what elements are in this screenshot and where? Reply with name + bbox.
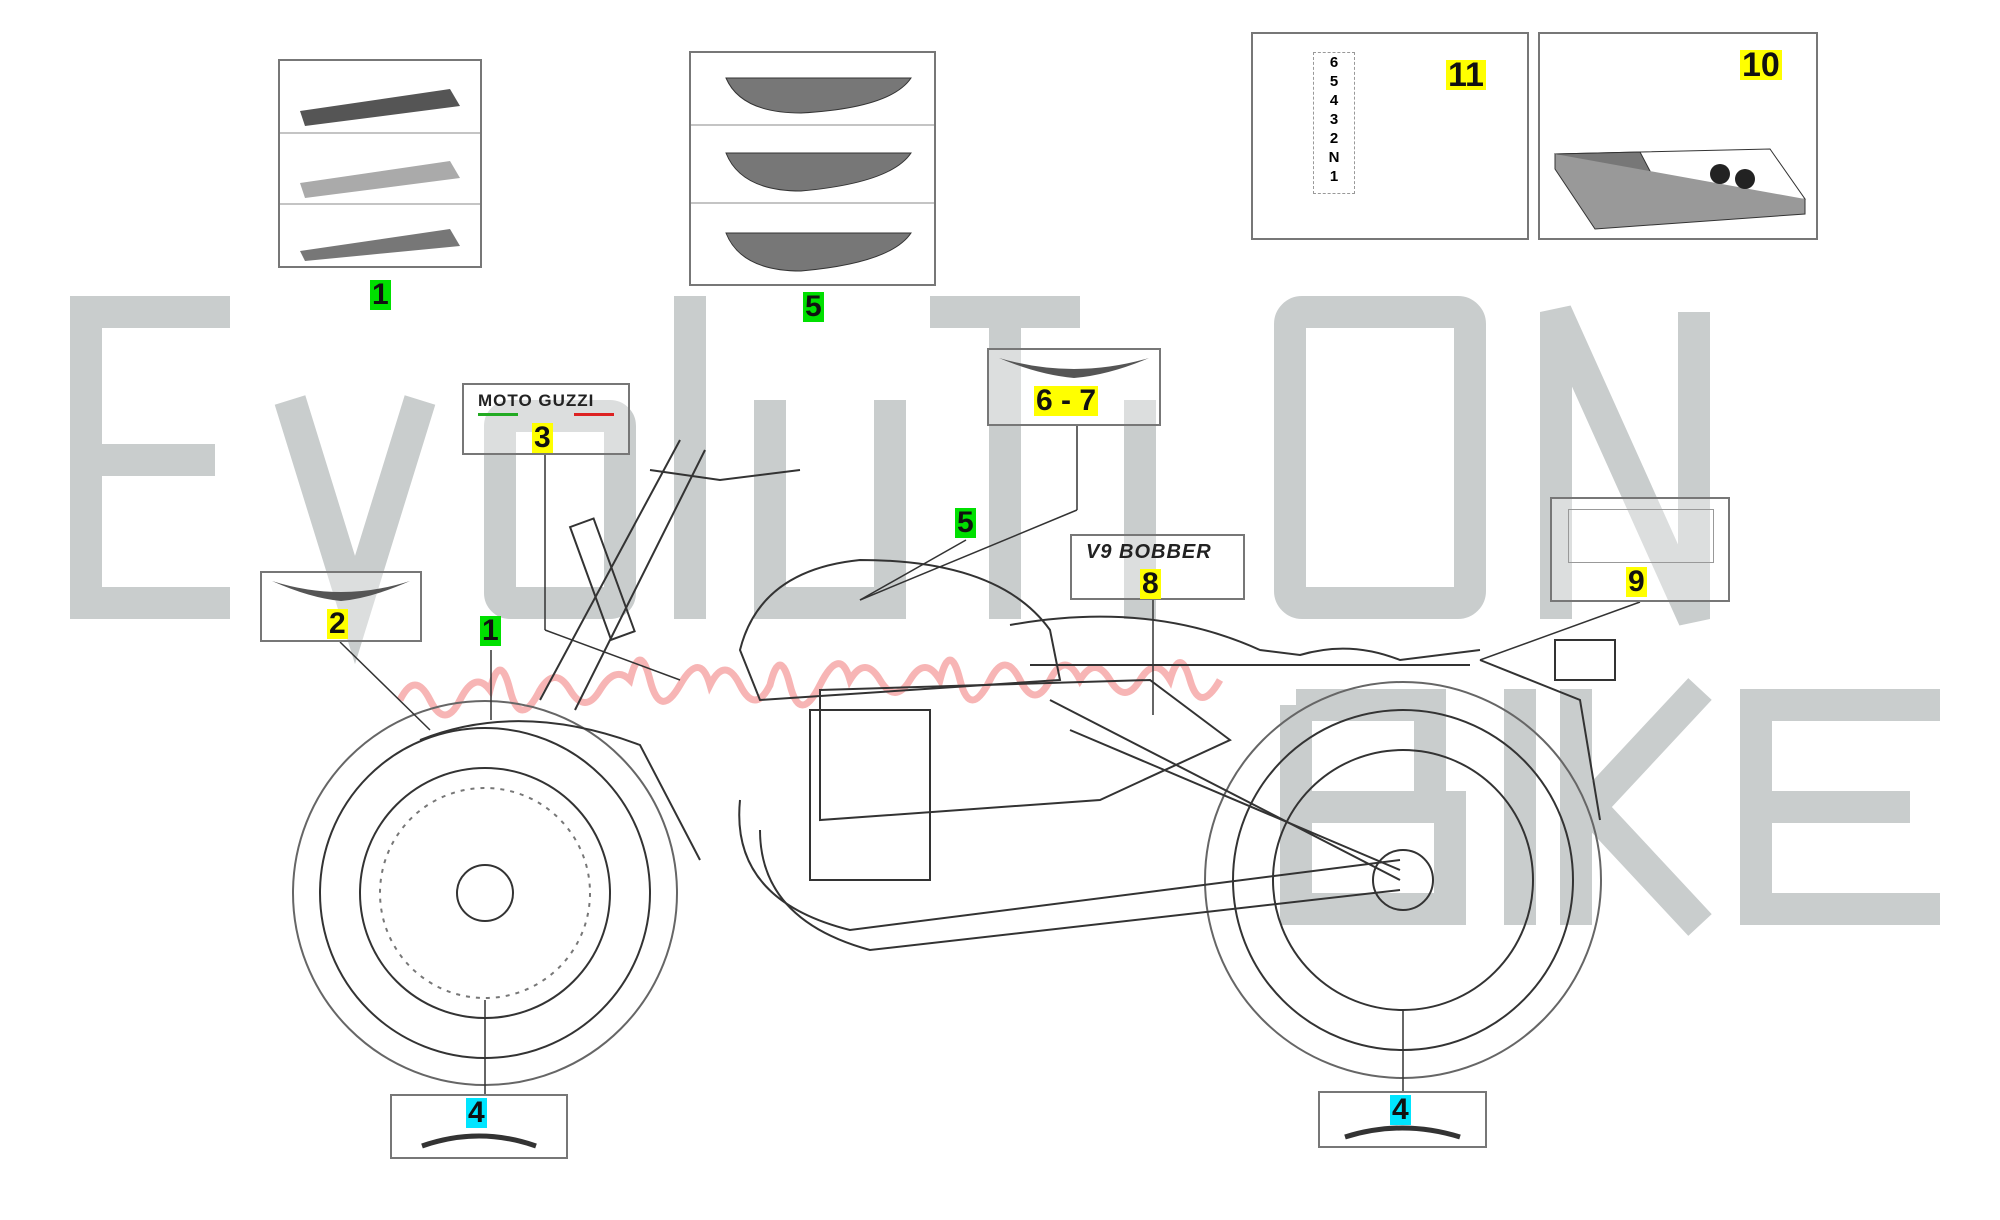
- motorcycle-outline: [292, 439, 1616, 1086]
- decal-box-5: [689, 51, 936, 286]
- gear-5: 5: [1329, 73, 1339, 90]
- moto-guzzi-decal: MOTO GUZZI: [478, 391, 595, 410]
- callout-5-top[interactable]: 5: [803, 290, 824, 323]
- rim-decal-box-front: 4: [390, 1094, 568, 1159]
- moto-guzzi-decal-box: MOTO GUZZI 3: [462, 383, 630, 455]
- leader-lines: [339, 426, 1641, 1094]
- gear-n: N: [1328, 149, 1340, 166]
- gear-decal-box: 6 5 4 3 2 N 1 11: [1251, 32, 1529, 240]
- gear-indicator-decal: 6 5 4 3 2 N 1: [1313, 52, 1355, 194]
- manual-box: 10: [1538, 32, 1818, 240]
- callout-2[interactable]: 2: [327, 607, 348, 640]
- callout-5-bike[interactable]: 5: [955, 506, 976, 539]
- checkered-decal-icons: [280, 89, 480, 261]
- plate-decal: [1568, 509, 1714, 563]
- eagle-logo-icon: [272, 581, 410, 601]
- callout-9[interactable]: 9: [1626, 565, 1647, 598]
- eagle-decal-box-6-7: 6 - 7: [987, 348, 1161, 426]
- watermark-tagline-graphic: [396, 656, 1224, 719]
- callout-4-rear[interactable]: 4: [1390, 1093, 1411, 1126]
- gear-2: 2: [1329, 130, 1339, 147]
- eagle-decal-box-2: 2: [260, 571, 422, 642]
- eagle-logo-icon: [999, 358, 1149, 378]
- v9-bobber-decal-box: V9 BOBBER 8: [1070, 534, 1245, 600]
- callout-4-front[interactable]: 4: [466, 1096, 487, 1129]
- gear-1: 1: [1329, 168, 1339, 185]
- callout-11[interactable]: 11: [1446, 56, 1486, 94]
- gear-4: 4: [1329, 92, 1339, 109]
- callout-3[interactable]: 3: [532, 421, 553, 454]
- callout-10[interactable]: 10: [1740, 46, 1782, 84]
- rim-decal-box-rear: 4: [1318, 1091, 1487, 1148]
- gear-3: 3: [1329, 111, 1339, 128]
- rim-stripe-icon: [421, 1133, 537, 1149]
- owners-manual-icon: [1554, 148, 1806, 230]
- decal-box-1: [278, 59, 482, 268]
- rim-stripe-icon: [1344, 1125, 1461, 1140]
- callout-6-7[interactable]: 6 - 7: [1034, 384, 1099, 417]
- callout-8[interactable]: 8: [1140, 567, 1161, 600]
- v9-bobber-decal: V9 BOBBER: [1086, 541, 1212, 563]
- gear-6: 6: [1329, 54, 1339, 71]
- watermark-logo: [70, 296, 1940, 936]
- callout-1-top[interactable]: 1: [370, 278, 391, 311]
- plate-decal-box: 9: [1550, 497, 1730, 602]
- callout-1-bike[interactable]: 1: [480, 614, 501, 647]
- tank-decal-icons: [691, 77, 934, 272]
